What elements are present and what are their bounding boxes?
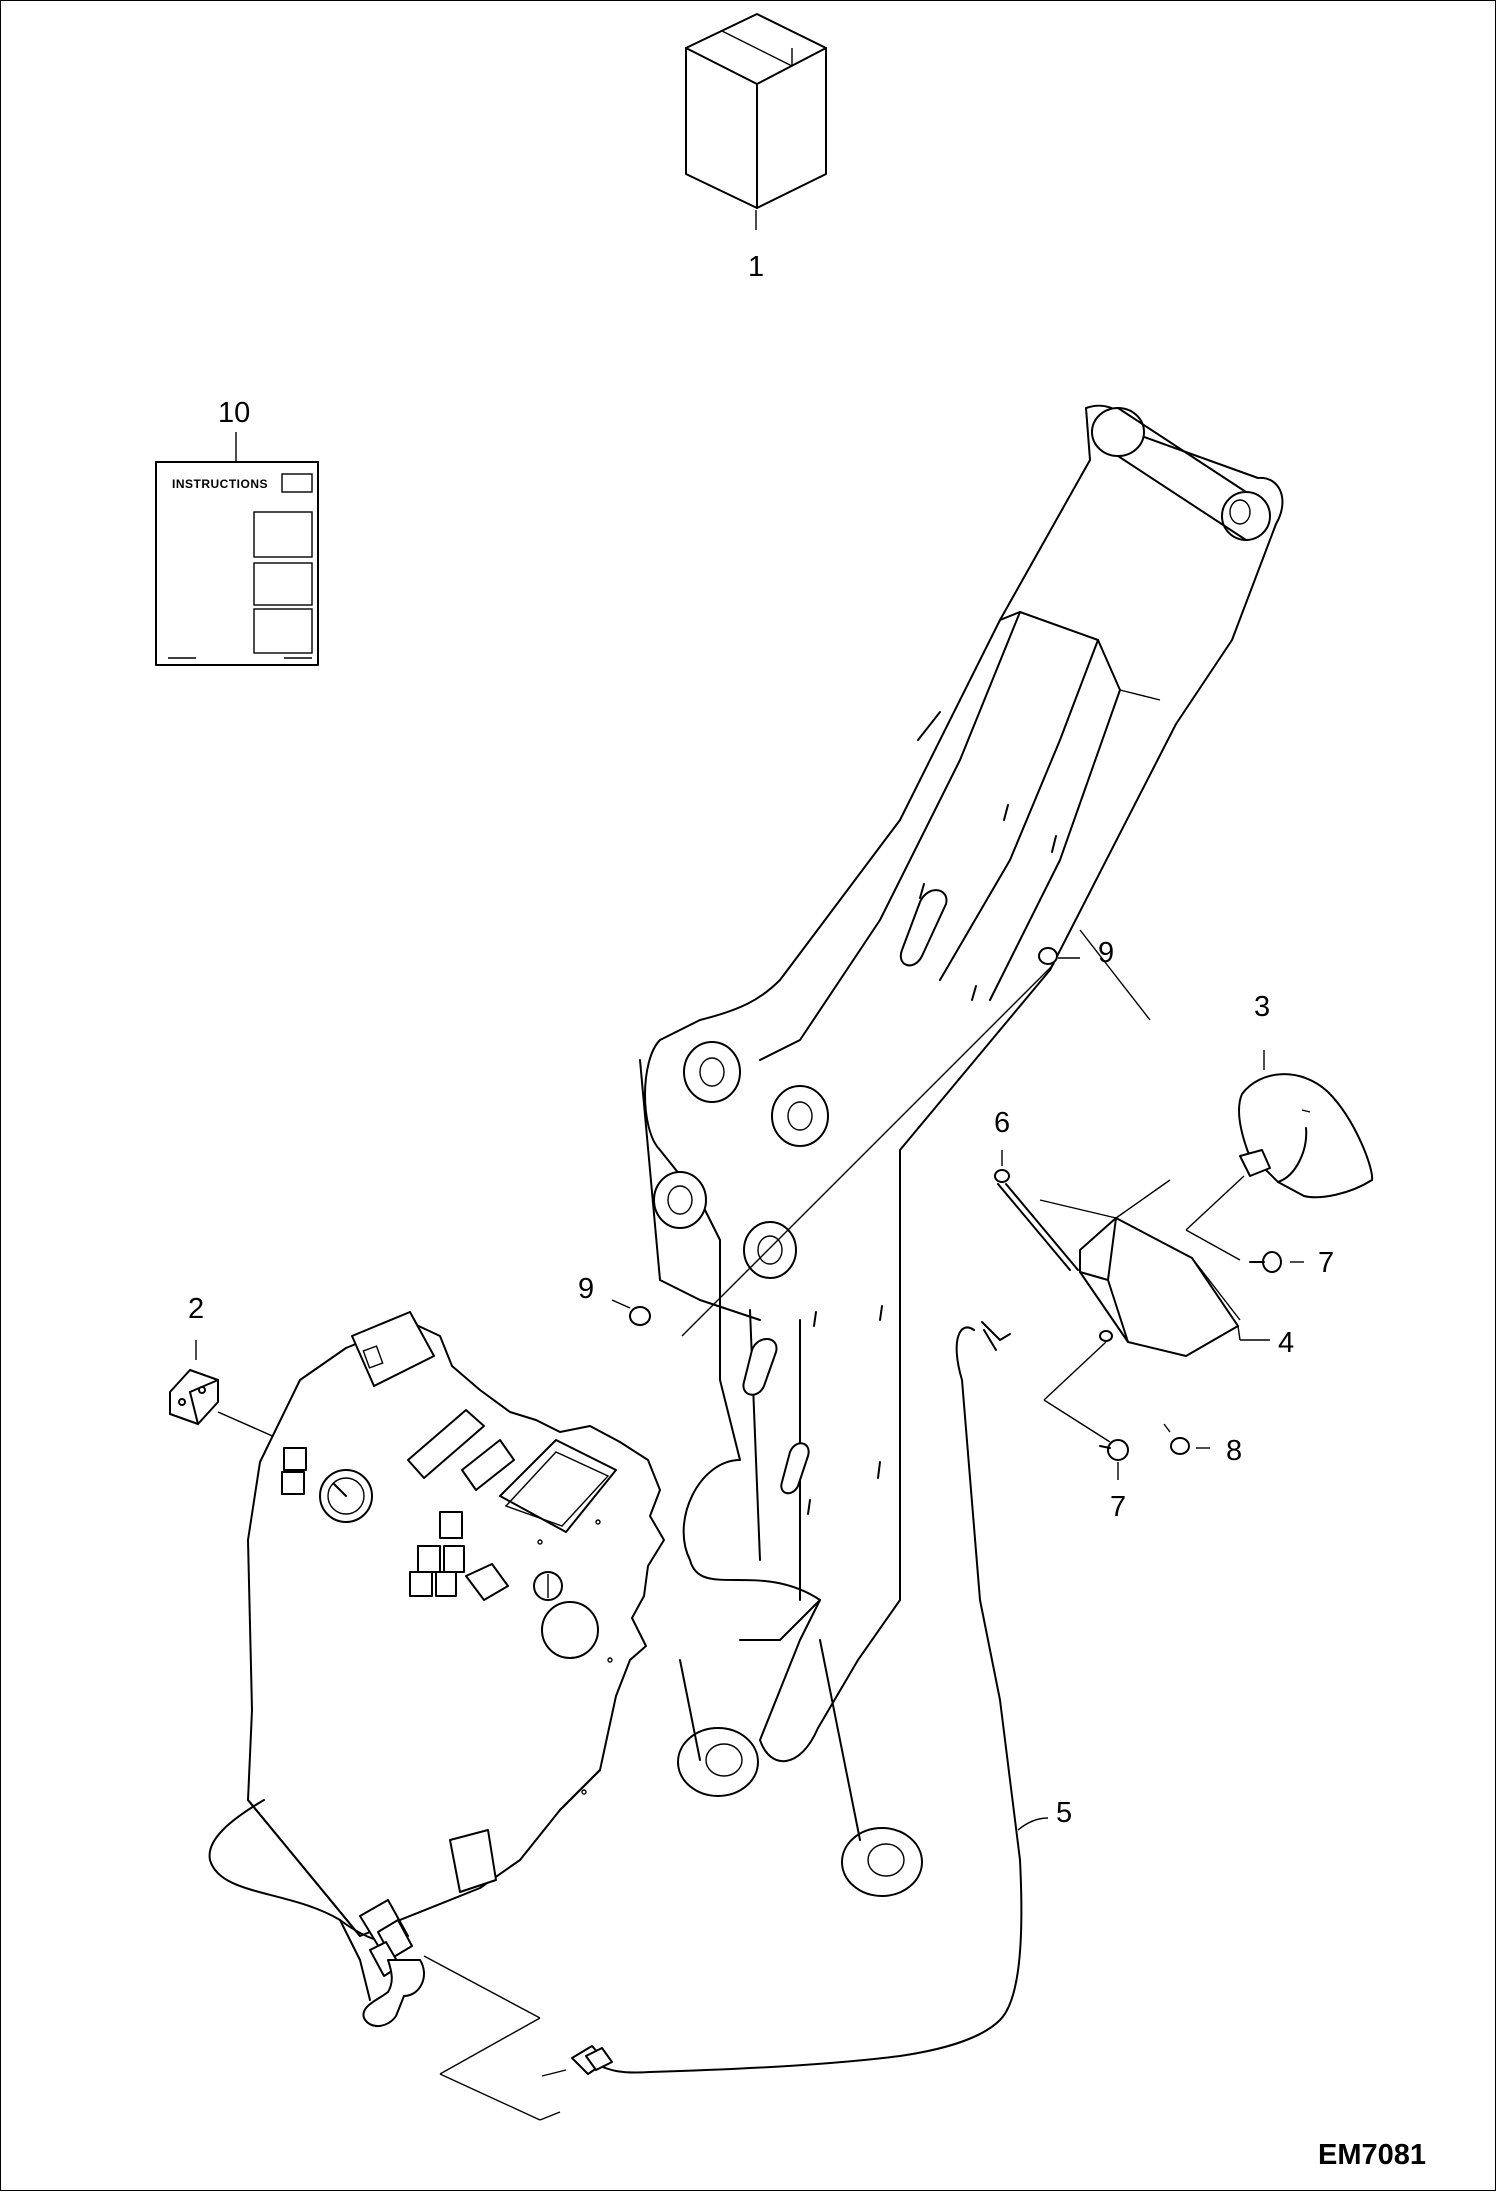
callout-4: 4 xyxy=(1278,1327,1294,1359)
bolt-7-upper xyxy=(1185,1229,1304,1273)
callout-7-upper: 7 xyxy=(1318,1247,1334,1279)
wire-harness xyxy=(208,1321,1049,2121)
bolt-7-lower xyxy=(1099,1439,1129,1480)
work-light xyxy=(1185,1050,1374,1231)
nut-8 xyxy=(1163,1423,1210,1455)
callout-6: 6 xyxy=(994,1107,1010,1139)
light-bracket xyxy=(1039,1179,1270,1443)
callout-7-lower: 7 xyxy=(1110,1491,1126,1523)
callout-8: 8 xyxy=(1226,1435,1242,1467)
instructions-sheet: INSTRUCTIONS xyxy=(155,432,319,666)
callout-9-upper: 9 xyxy=(1098,937,1114,969)
boom-arm xyxy=(639,404,1284,1897)
callout-2: 2 xyxy=(188,1293,204,1325)
bolt xyxy=(994,1150,1079,1271)
nut-upper xyxy=(681,947,1080,1337)
callout-3: 3 xyxy=(1254,991,1270,1023)
figure-code: EM7081 xyxy=(1318,2139,1426,2171)
callout-5: 5 xyxy=(1056,1797,1072,1829)
light-switch xyxy=(169,1340,287,1443)
callout-1: 1 xyxy=(748,251,764,283)
callout-9-lower: 9 xyxy=(578,1273,594,1305)
instructions-title: INSTRUCTIONS xyxy=(172,477,268,491)
callout-10: 10 xyxy=(218,397,250,429)
console-panel xyxy=(247,1311,665,1937)
nut-lower xyxy=(611,1299,651,1326)
kit-box xyxy=(685,13,827,230)
